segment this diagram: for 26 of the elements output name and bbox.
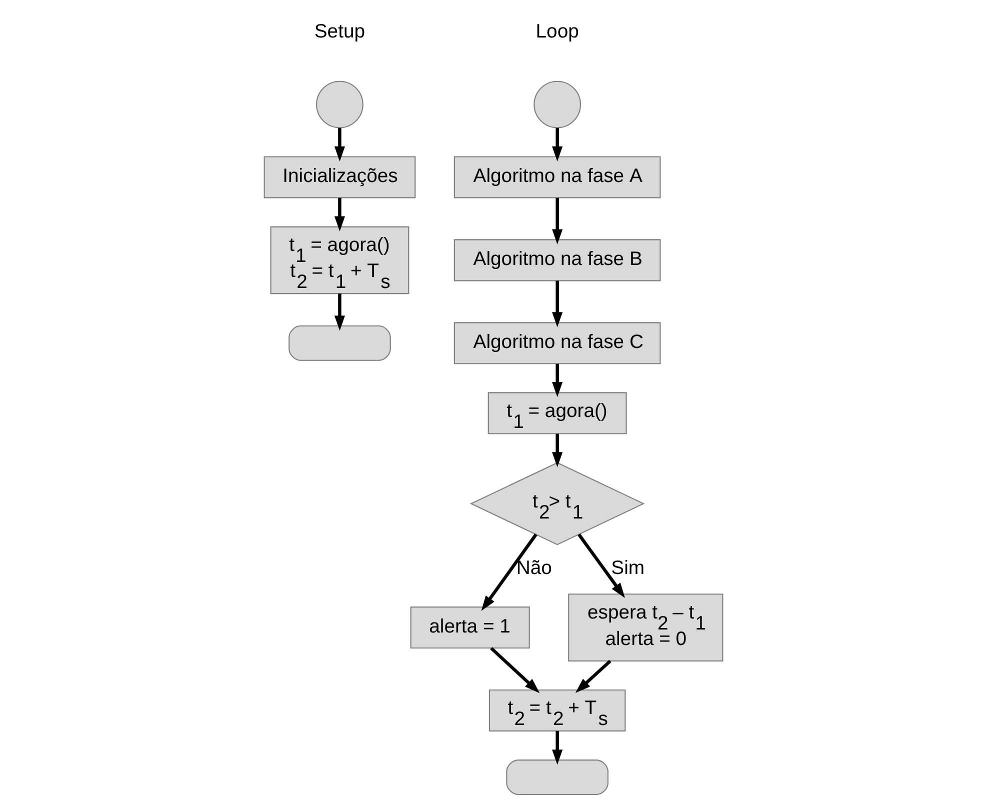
node-box <box>506 759 608 795</box>
arrow <box>575 659 612 692</box>
node-circle <box>316 80 364 128</box>
edge-label: Sim <box>611 556 645 579</box>
node-box: Inicializações <box>264 156 416 198</box>
node-box <box>288 324 391 360</box>
arrow <box>334 127 346 161</box>
arrow <box>552 363 563 397</box>
arrow <box>552 730 563 764</box>
arrow <box>552 433 563 467</box>
arrow <box>578 533 625 598</box>
node-box: Algoritmo na fase B <box>454 238 661 281</box>
arrow <box>552 280 563 327</box>
node-circle <box>534 80 582 128</box>
node-label: Setup <box>314 20 366 42</box>
node-box: Algoritmo na fase A <box>454 156 661 198</box>
node-label: Loop <box>536 20 579 42</box>
node-box: Algoritmo na fase C <box>454 322 661 364</box>
arrow <box>334 293 346 330</box>
edge-label: Não <box>516 556 552 579</box>
arrow <box>490 646 540 693</box>
arrow <box>552 127 563 161</box>
arrow <box>334 197 346 231</box>
arrow <box>481 533 538 610</box>
node-box: alerta = 1 <box>410 606 530 648</box>
arrow <box>552 197 563 244</box>
